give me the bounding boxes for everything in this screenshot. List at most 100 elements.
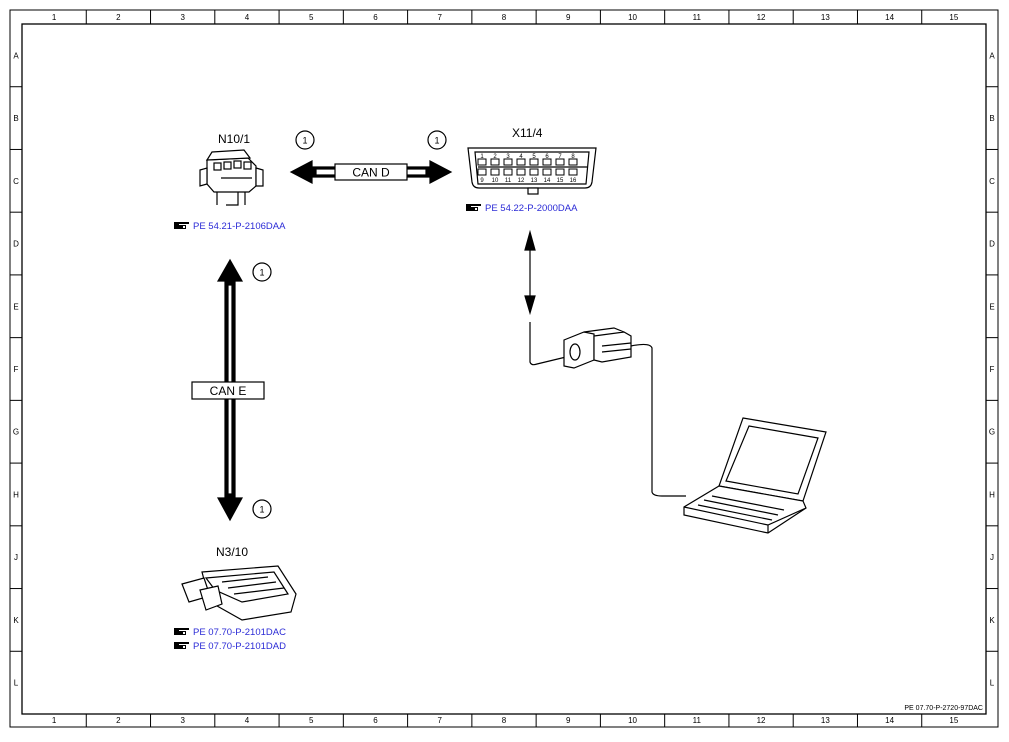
n3-10-ref-link-2[interactable]: PE 07.70-P-2101DAD	[193, 641, 286, 652]
n10-1-reference[interactable]: PE 54.21-P-2106DAA	[174, 221, 286, 232]
can-d-label: CAN D	[352, 166, 390, 180]
pin-number: 9	[480, 178, 484, 184]
grid-column-label: 7	[438, 13, 443, 22]
grid-column-label: 12	[757, 716, 766, 725]
grid-row-label: A	[13, 51, 19, 60]
pointing-hand-icon	[174, 222, 189, 229]
grid-column-label: 9	[566, 716, 571, 725]
x11-4-ref-link[interactable]: PE 54.22-P-2000DAA	[485, 203, 578, 214]
pin-number: 1	[480, 154, 484, 160]
badge-marker: 1	[295, 130, 315, 150]
grid-row-label: H	[989, 490, 995, 499]
connector-pin	[568, 168, 578, 176]
pin-number: 12	[518, 178, 525, 184]
svg-text:1: 1	[259, 268, 264, 278]
pin-number: 14	[544, 178, 551, 184]
n3-10-reference-1[interactable]: PE 07.70-P-2101DAC	[174, 627, 286, 638]
connector-pin	[542, 158, 552, 166]
pin-number: 5	[532, 154, 536, 160]
grid-column-label: 8	[502, 13, 507, 22]
pin-number: 6	[545, 154, 549, 160]
n10-1-ref-link[interactable]: PE 54.21-P-2106DAA	[193, 221, 286, 232]
x11-4-reference[interactable]: PE 54.22-P-2000DAA	[466, 203, 578, 214]
pin-number: 15	[557, 178, 564, 184]
grid-row-label: C	[13, 177, 19, 186]
pin-number: 4	[519, 154, 523, 160]
grid-column-label: 2	[116, 716, 121, 725]
pointing-hand-icon	[174, 642, 189, 649]
grid-column-label: 12	[757, 13, 766, 22]
connector-pin	[516, 168, 526, 176]
grid-column-label: 15	[949, 716, 958, 725]
connector-pin	[516, 158, 526, 166]
grid-column-label: 4	[245, 716, 250, 725]
can-d-bus-arrow	[289, 160, 453, 184]
can-e-bus-arrow	[191, 258, 265, 522]
pin-number: 8	[571, 154, 575, 160]
grid-column-label: 8	[502, 716, 507, 725]
grid-column-labels: 1122334455667788991010111112121313141415…	[52, 10, 959, 727]
grid-column-label: 5	[309, 13, 314, 22]
pin-number: 16	[570, 178, 577, 184]
connector-pin	[477, 158, 487, 166]
grid-row-label: K	[13, 616, 19, 625]
svg-text:1: 1	[434, 136, 439, 146]
connector-pin	[503, 168, 513, 176]
grid-column-label: 3	[180, 13, 185, 22]
grid-column-label: 11	[693, 13, 702, 22]
grid-row-label: K	[989, 616, 995, 625]
badge-marker: 1	[252, 262, 272, 282]
pin-number: 11	[505, 178, 512, 184]
n10-1-label: N10/1	[218, 132, 250, 146]
grid-row-label: E	[989, 302, 994, 311]
grid-column-label: 15	[949, 13, 958, 22]
pin-number: 2	[493, 154, 497, 160]
svg-text:1: 1	[259, 505, 264, 515]
connector-pin	[568, 158, 578, 166]
n3-10-ref-link-1[interactable]: PE 07.70-P-2101DAC	[193, 627, 286, 638]
grid-column-label: 9	[566, 13, 571, 22]
grid-column-label: 5	[309, 716, 314, 725]
grid-column-label: 3	[180, 716, 185, 725]
n3-10-reference-2[interactable]: PE 07.70-P-2101DAD	[174, 641, 286, 652]
x11-4-label: X11/4	[512, 126, 543, 140]
drawing-frame	[9, 9, 999, 728]
n3-10-label: N3/10	[216, 545, 248, 559]
grid-column-label: 14	[885, 13, 894, 22]
adapter-cable	[529, 322, 567, 366]
grid-row-label: B	[989, 114, 994, 123]
connector-pin	[490, 168, 500, 176]
connector-pin	[529, 168, 539, 176]
pin-number: 13	[531, 178, 538, 184]
grid-row-label: A	[989, 51, 995, 60]
laptop-cable	[630, 343, 686, 497]
connector-pin	[477, 168, 487, 176]
grid-column-label: 10	[628, 13, 637, 22]
grid-row-label: D	[989, 240, 995, 249]
laptop-icon	[683, 417, 827, 534]
grid-column-label: 1	[52, 13, 57, 22]
grid-column-label: 7	[438, 716, 443, 725]
grid-column-label: 10	[628, 716, 637, 725]
grid-row-label: C	[989, 177, 995, 186]
connector-pin	[503, 158, 513, 166]
grid-column-label: 11	[693, 716, 702, 725]
grid-row-label: D	[13, 240, 19, 249]
connector-pin	[555, 168, 565, 176]
pointing-hand-icon	[466, 204, 481, 211]
can-e-label: CAN E	[210, 384, 247, 398]
connector-pin	[529, 158, 539, 166]
grid-row-label: B	[13, 114, 18, 123]
grid-row-label: G	[989, 428, 995, 437]
diagnostic-adapter-icon	[563, 327, 632, 369]
grid-row-label: L	[14, 679, 19, 688]
grid-column-label: 13	[821, 716, 830, 725]
pin-number: 10	[492, 178, 499, 184]
connector-pin	[490, 158, 500, 166]
grid-row-label: L	[990, 679, 995, 688]
badge-marker: 1	[252, 499, 272, 519]
diagnostic-link-arrow	[524, 229, 536, 316]
